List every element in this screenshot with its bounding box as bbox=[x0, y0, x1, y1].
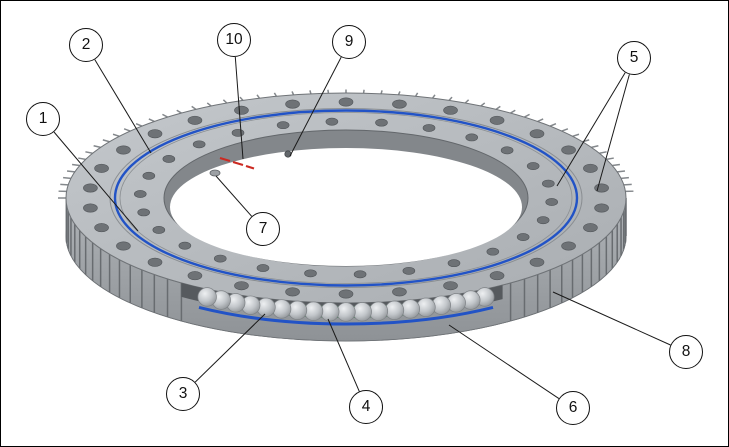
callout-balloon-10: 10 bbox=[217, 23, 251, 57]
callout-label: 8 bbox=[681, 343, 691, 360]
leader-5a bbox=[556, 72, 626, 187]
callout-label: 2 bbox=[81, 36, 91, 53]
leader-1 bbox=[53, 131, 139, 232]
seam-line-inner bbox=[119, 112, 573, 284]
gear-teeth bbox=[58, 89, 634, 321]
grease-nipple bbox=[284, 150, 292, 158]
leader-3 bbox=[194, 313, 266, 383]
lower-seal-ring bbox=[198, 305, 494, 326]
callout-balloon-5: 5 bbox=[617, 41, 651, 75]
callout-balloon-6: 6 bbox=[556, 391, 590, 425]
callout-balloon-2: 2 bbox=[69, 28, 103, 62]
callout-balloon-4: 4 bbox=[349, 390, 383, 424]
leader-4 bbox=[327, 318, 360, 392]
callout-balloon-7: 7 bbox=[246, 212, 280, 246]
ball-row bbox=[197, 287, 495, 322]
callout-balloon-8: 8 bbox=[669, 335, 703, 369]
callout-label: 6 bbox=[568, 399, 578, 416]
callout-balloon-9: 9 bbox=[332, 25, 366, 59]
callout-balloon-1: 1 bbox=[26, 102, 60, 136]
bolt-holes bbox=[83, 97, 609, 299]
leader-10 bbox=[234, 56, 244, 160]
callout-label: 10 bbox=[225, 31, 243, 48]
leader-5b bbox=[596, 74, 630, 192]
leader-8 bbox=[552, 291, 671, 346]
callout-label: 4 bbox=[361, 398, 371, 415]
callout-label: 1 bbox=[38, 110, 48, 127]
filler-plug bbox=[209, 169, 221, 177]
callout-balloon-3: 3 bbox=[166, 377, 200, 411]
leader-2 bbox=[94, 59, 152, 154]
leader-7 bbox=[215, 175, 253, 217]
leader-lines bbox=[53, 56, 671, 400]
leader-9 bbox=[289, 56, 342, 157]
upper-seal-ring bbox=[113, 109, 579, 287]
callout-label: 5 bbox=[629, 49, 639, 66]
callout-label: 7 bbox=[258, 220, 268, 237]
bore bbox=[163, 129, 529, 267]
bore-opening bbox=[170, 148, 522, 266]
callout-label: 3 bbox=[178, 385, 188, 402]
callout-label: 9 bbox=[344, 33, 354, 50]
leader-6 bbox=[448, 324, 560, 400]
red-marking bbox=[219, 156, 255, 170]
